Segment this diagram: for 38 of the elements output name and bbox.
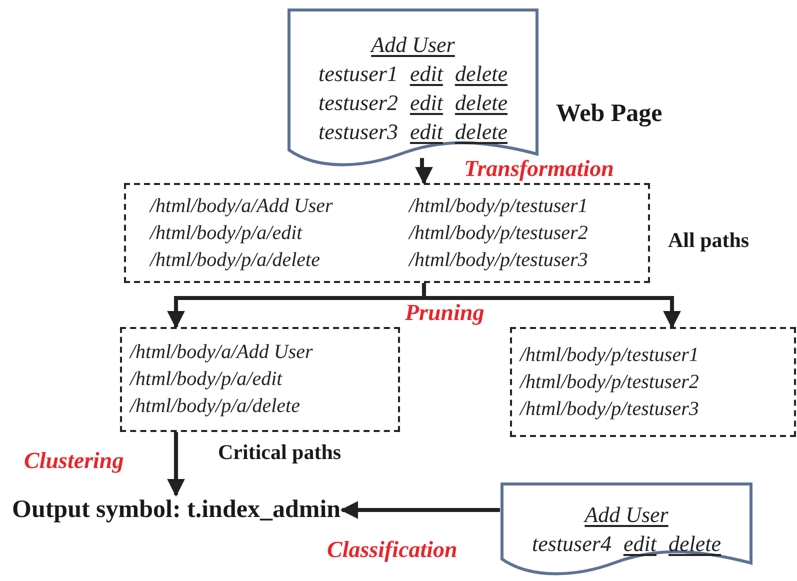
path-text: /html/body/p/testuser1 [408, 194, 589, 218]
output-symbol-text: Output symbol: t.index_admin [12, 496, 342, 524]
arrow [415, 158, 433, 185]
arrow [340, 501, 500, 519]
dashed-box [124, 183, 650, 283]
dashed-box [120, 327, 400, 432]
link-text: delete [454, 90, 508, 116]
link-text: delete [454, 60, 508, 86]
link-text: Add User [584, 502, 668, 528]
document-shape [500, 482, 753, 577]
caption-label: Critical paths [218, 440, 342, 465]
path-text: /html/body/p/testuser3 [408, 248, 589, 272]
caption-label: Web Page [556, 100, 662, 128]
link-text: delete [668, 531, 721, 557]
path-text: /html/body/p/a/delete [150, 248, 321, 272]
path-text: /html/body/p/testuser1 [520, 344, 700, 366]
dashed-box [510, 327, 796, 437]
arrow [422, 283, 681, 329]
username-text: testuser4 [532, 531, 612, 557]
path-text: /html/body/p/a/edit [130, 368, 284, 391]
username-text: testuser2 [318, 90, 398, 116]
path-text: /html/body/p/testuser2 [408, 222, 589, 244]
link-text: edit [410, 90, 443, 116]
path-text: /html/body/a/Add User [150, 194, 334, 218]
path-text: /html/body/p/testuser3 [520, 398, 700, 420]
path-text: /html/body/p/a/edit [150, 222, 304, 244]
path-text: /html/body/p/testuser2 [520, 370, 700, 394]
username-text: testuser3 [318, 118, 398, 144]
link-text: edit [410, 60, 443, 86]
link-text: delete [454, 118, 508, 144]
link-text: edit [623, 531, 656, 557]
caption-label: All paths [668, 228, 750, 253]
path-text: /html/body/a/Add User [130, 341, 314, 364]
link-text: Add User [371, 32, 455, 58]
username-text: testuser1 [318, 60, 398, 86]
link-text: edit [410, 118, 443, 144]
arrow [167, 432, 185, 497]
path-text: /html/body/p/a/delete [130, 395, 301, 418]
